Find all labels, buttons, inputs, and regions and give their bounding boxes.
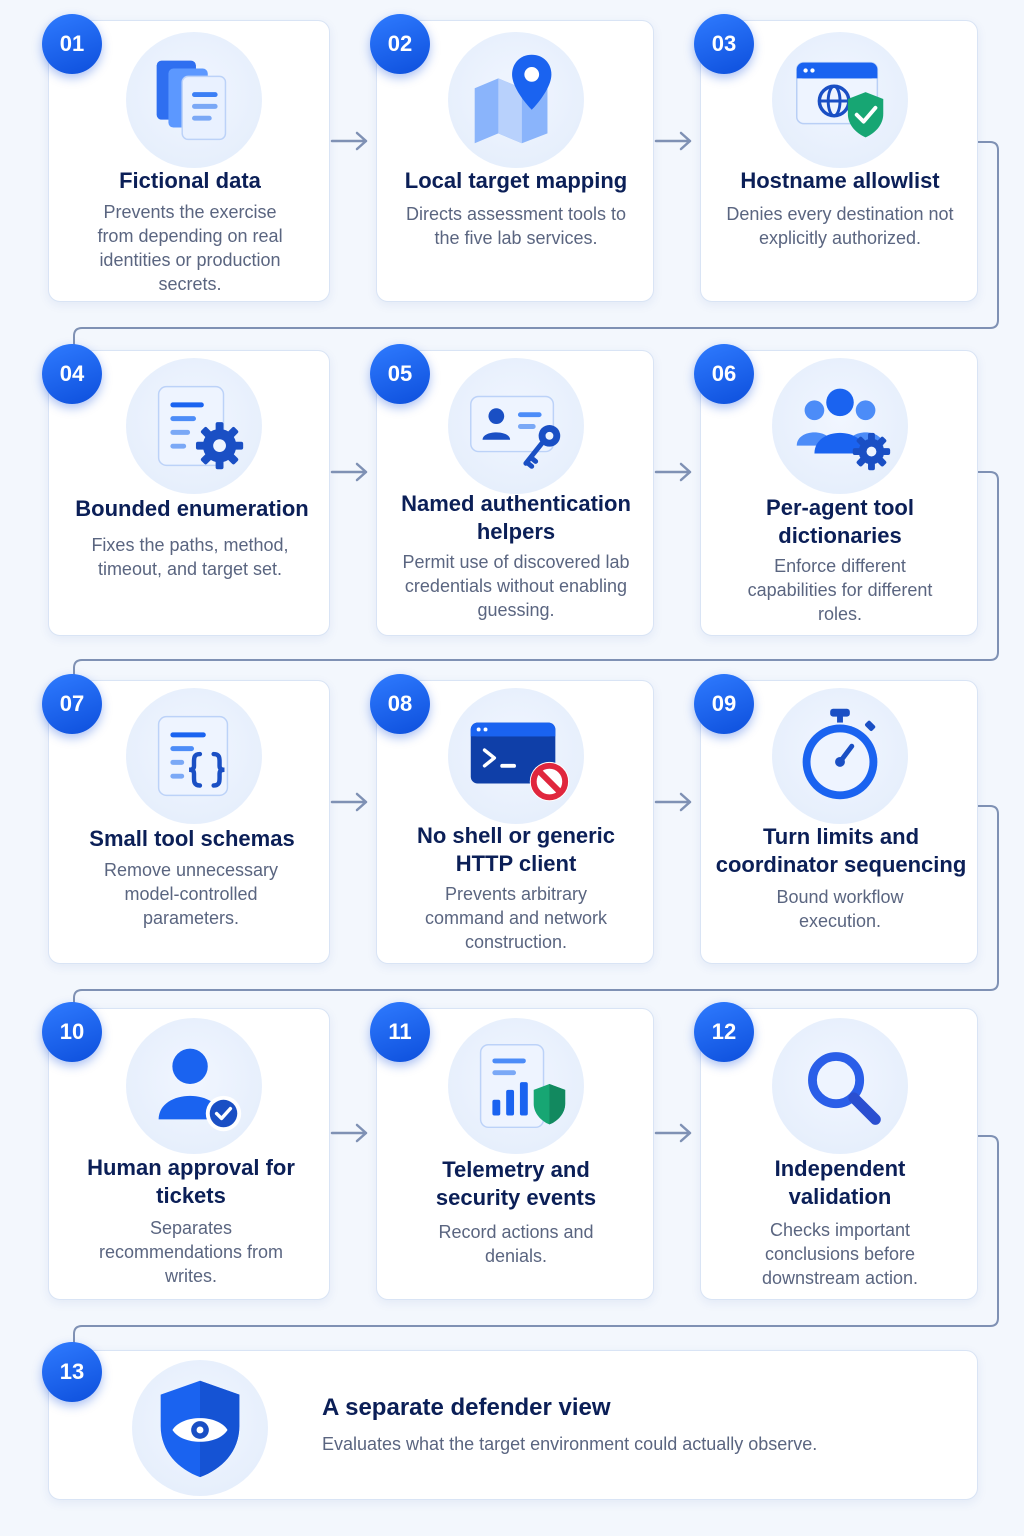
arrow-right-icon xyxy=(330,792,368,812)
code-braces-icon xyxy=(157,715,229,797)
step-badge-11: 11 xyxy=(370,1002,430,1062)
step-title-08: No shell or generic HTTP client xyxy=(416,823,616,876)
step-title-10: Human approval for tickets xyxy=(87,1155,295,1208)
step-description-11: Record actions and denials. xyxy=(438,1222,594,1266)
stopwatch-icon xyxy=(802,708,878,800)
id-card-key-icon xyxy=(470,395,561,469)
step-title-12: Independent validation xyxy=(774,1156,906,1209)
step-badge-10: 10 xyxy=(42,1002,102,1062)
step-title-11: Telemetry and security events xyxy=(435,1157,597,1210)
step-badge-04: 04 xyxy=(42,344,102,404)
magnifier-icon xyxy=(808,1052,881,1125)
step-description-10: Separates recommendations from writes. xyxy=(98,1218,284,1286)
terminal-blocked-icon xyxy=(470,722,570,802)
step-description-05: Permit use of discovered lab credentials… xyxy=(402,552,630,620)
step-badge-05: 05 xyxy=(370,344,430,404)
arrow-right-icon xyxy=(654,462,692,482)
arrow-right-icon xyxy=(654,792,692,812)
step-description-01: Prevents the exercise from depending on … xyxy=(97,202,283,294)
arrow-right-icon xyxy=(654,1123,692,1143)
step-title-02: Local target mapping xyxy=(404,168,628,193)
list-gear-icon xyxy=(157,385,244,470)
arrow-right-icon xyxy=(654,131,692,151)
step-title-09: Turn limits and coordinator sequencing xyxy=(715,824,967,877)
step-title-05: Named authentication helpers xyxy=(401,491,631,544)
step-badge-02: 02 xyxy=(370,14,430,74)
map-pin-icon xyxy=(474,54,552,144)
step-badge-08: 08 xyxy=(370,674,430,734)
step-description-06: Enforce different capabilities for diffe… xyxy=(747,556,933,624)
step-title-01: Fictional data xyxy=(119,168,261,193)
step-description-04: Fixes the paths, method, timeout, and ta… xyxy=(91,535,289,579)
users-gear-icon xyxy=(796,388,891,471)
arrow-right-icon xyxy=(330,1123,368,1143)
step-title-04: Bounded enumeration xyxy=(75,496,309,521)
final-step-title: A separate defender view xyxy=(322,1394,611,1421)
shield-eye-icon xyxy=(160,1380,240,1478)
step-badge-03: 03 xyxy=(694,14,754,74)
step-badge-12: 12 xyxy=(694,1002,754,1062)
final-step-description: Evaluates what the target environment co… xyxy=(322,1434,818,1454)
report-shield-icon xyxy=(479,1043,566,1129)
step-description-07: Remove unnecessary model-controlled para… xyxy=(103,860,279,928)
step-description-09: Bound workflow execution. xyxy=(776,887,904,931)
step-badge-13: 13 xyxy=(42,1342,102,1402)
step-title-06: Per-agent tool dictionaries xyxy=(766,495,914,548)
arrow-right-icon xyxy=(330,131,368,151)
step-description-03: Denies every destination not explicitly … xyxy=(726,204,954,248)
browser-shield-icon xyxy=(795,61,884,138)
step-description-02: Directs assessment tools to the five lab… xyxy=(405,204,627,248)
step-title-03: Hostname allowlist xyxy=(740,168,940,193)
step-description-12: Checks important conclusions before down… xyxy=(761,1220,919,1288)
step-title-07: Small tool schemas xyxy=(89,826,295,851)
step-badge-07: 07 xyxy=(42,674,102,734)
arrow-right-icon xyxy=(330,462,368,482)
step-badge-01: 01 xyxy=(42,14,102,74)
step-badge-09: 09 xyxy=(694,674,754,734)
step-description-08: Prevents arbitrary command and network c… xyxy=(424,884,608,952)
step-badge-06: 06 xyxy=(694,344,754,404)
documents-icon xyxy=(156,60,227,141)
user-check-icon xyxy=(158,1048,242,1132)
